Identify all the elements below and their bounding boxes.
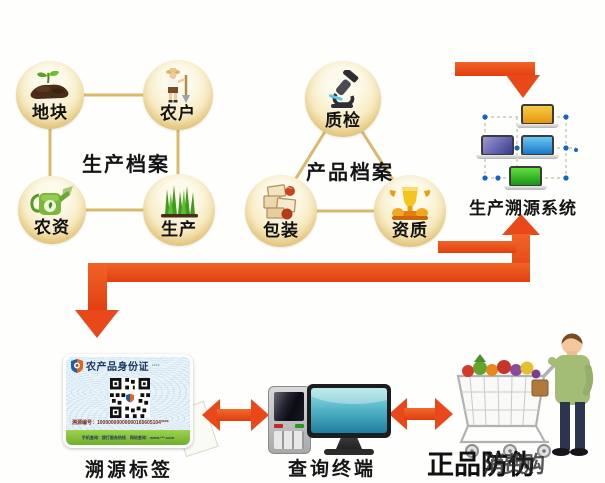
flow-arrow-left-shaft xyxy=(88,263,107,311)
shopping-cart-icon xyxy=(456,333,594,458)
query-terminal-caption: 查询终端 xyxy=(288,459,377,480)
flow-arrow-from-qualification-bar xyxy=(438,241,516,253)
flow-arrow-down-into-label xyxy=(75,310,119,338)
node-label: 质检 xyxy=(325,111,361,130)
microscope-icon xyxy=(323,61,363,112)
consumer-caption: 正品防伪 消费购 xyxy=(425,443,585,483)
node-label: 包装 xyxy=(263,221,299,240)
groceries-icon xyxy=(462,354,549,397)
double-arrow-icon-right xyxy=(389,398,453,430)
trace-label-card: 农产品身份证 ···· 溯源编号：100000000000 xyxy=(63,354,193,448)
node-plot: 地块 xyxy=(16,61,84,129)
trophy-icon xyxy=(388,175,432,222)
laptop-icon-orange xyxy=(516,104,559,128)
node-label: 地块 xyxy=(32,103,68,122)
laptop-icon-violet xyxy=(476,135,519,159)
node-supplies: 农资 xyxy=(18,176,86,244)
flow-arrow-top-bar xyxy=(455,62,535,76)
monitor-icon xyxy=(307,384,391,455)
double-arrow-icon-left xyxy=(202,399,269,431)
network-node-dots xyxy=(482,114,578,181)
laptop-icon-blue xyxy=(516,135,559,159)
node-label: 农户 xyxy=(160,104,196,123)
mobile-phone-icon xyxy=(268,386,311,454)
product-archive-label: 产品档案 xyxy=(306,162,394,184)
shield-logo-icon xyxy=(71,358,83,373)
person-icon xyxy=(548,333,594,456)
production-archive-label: 生产档案 xyxy=(82,154,170,176)
node-label: 生产 xyxy=(161,220,197,239)
crops-icon xyxy=(157,174,201,221)
node-label: 农资 xyxy=(34,218,70,237)
card-title-suffix: ···· xyxy=(152,362,160,369)
card-title: 农产品身份证 xyxy=(86,362,149,373)
card-footer-contact: 手机查询：拨打服务热线 网站查询：www.***.com xyxy=(66,430,190,445)
flow-arrow-long-bar xyxy=(88,263,530,282)
node-production: 生产 xyxy=(143,174,215,246)
watering-can-icon xyxy=(29,176,75,219)
trace-label-caption: 溯源标签 xyxy=(85,460,174,481)
flow-arrow-up-into-system xyxy=(502,214,540,235)
qr-code-icon xyxy=(110,378,150,418)
soil-sprout-icon xyxy=(28,61,72,104)
node-label: 资质 xyxy=(392,221,428,240)
node-qualification: 资质 xyxy=(374,175,446,247)
laptop-icon-green xyxy=(504,166,547,190)
caption-clipped-line: 正品防伪 xyxy=(418,477,588,483)
caption-genuine-anticounterfeit: 正品防伪 xyxy=(427,450,535,480)
card-trace-number: 溯源编号：10000000000000165605104**** xyxy=(72,420,169,426)
flow-arrow-down-into-network xyxy=(506,75,540,98)
package-boxes-icon xyxy=(260,175,302,222)
caption-overlay-text: 消费购 xyxy=(483,452,545,477)
node-farmer: 农户 xyxy=(143,60,213,130)
node-quality-check: 质检 xyxy=(305,61,381,137)
trace-system-label: 生产溯源系统 xyxy=(469,199,577,218)
node-packaging: 包装 xyxy=(245,175,317,247)
farmer-icon xyxy=(160,60,196,105)
